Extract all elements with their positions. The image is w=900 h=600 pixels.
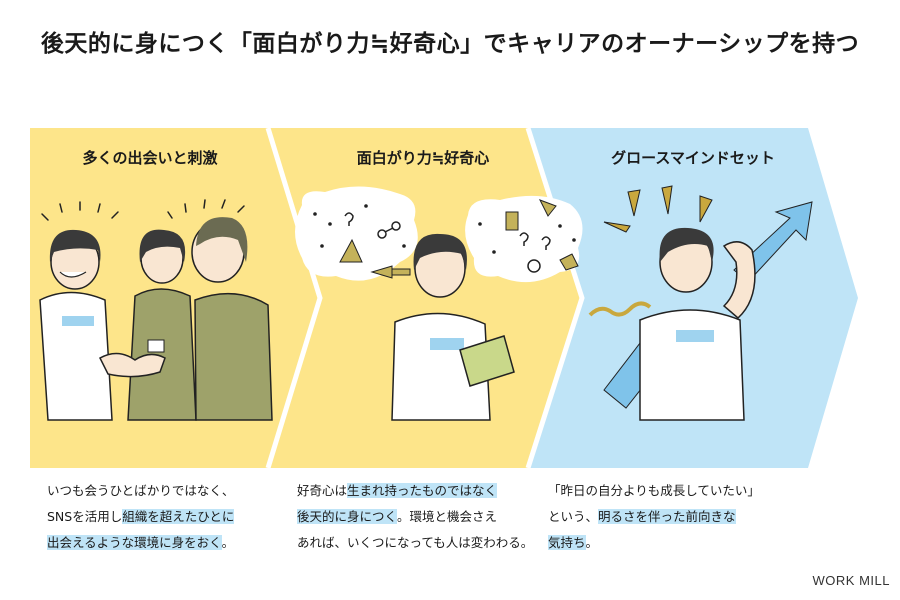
stage-1-title: 多くの出会いと刺激: [82, 149, 218, 167]
description-line: 気持ち。: [548, 535, 599, 550]
description-line: 後天的に身につく。環境と機会さえ: [297, 509, 498, 524]
description-line: SNSを活用し組織を超えたひとに: [47, 509, 235, 524]
stage-2-title: 面白がり力≒好奇心: [356, 149, 490, 167]
description-line: いつも会うひとばかりではなく、: [47, 483, 235, 498]
description-line: 「昨日の自分よりも成長していたい」: [548, 483, 760, 498]
stage-3-description: 「昨日の自分よりも成長していたい」 という、明るさを伴った前向きな 気持ち。: [548, 478, 798, 556]
description-line: という、明るさを伴った前向きな: [548, 509, 736, 524]
handshake-illustration: [39, 199, 273, 421]
brand-footer: WORK MILL: [812, 573, 890, 588]
growth-illustration: [588, 185, 813, 421]
description-line: 出会えるような環境に身をおく。: [47, 535, 235, 550]
description-line: あれば、いくつになっても人は変わわる。: [297, 535, 534, 550]
stage-2-description: 好奇心は生まれ持ったものではなく 後天的に身につく。環境と機会さえ あれば、いく…: [297, 478, 547, 556]
curiosity-illustration: [295, 186, 583, 421]
stage-1-description: いつも会うひとばかりではなく、 SNSを活用し組織を超えたひとに 出会えるような…: [47, 478, 297, 556]
stage-3-title: グロースマインドセット: [611, 149, 775, 167]
page-title: 後天的に身につく「面白がり力≒好奇心」でキャリアのオーナーシップを持つ: [40, 31, 860, 57]
description-line: 好奇心は生まれ持ったものではなく: [297, 483, 498, 498]
